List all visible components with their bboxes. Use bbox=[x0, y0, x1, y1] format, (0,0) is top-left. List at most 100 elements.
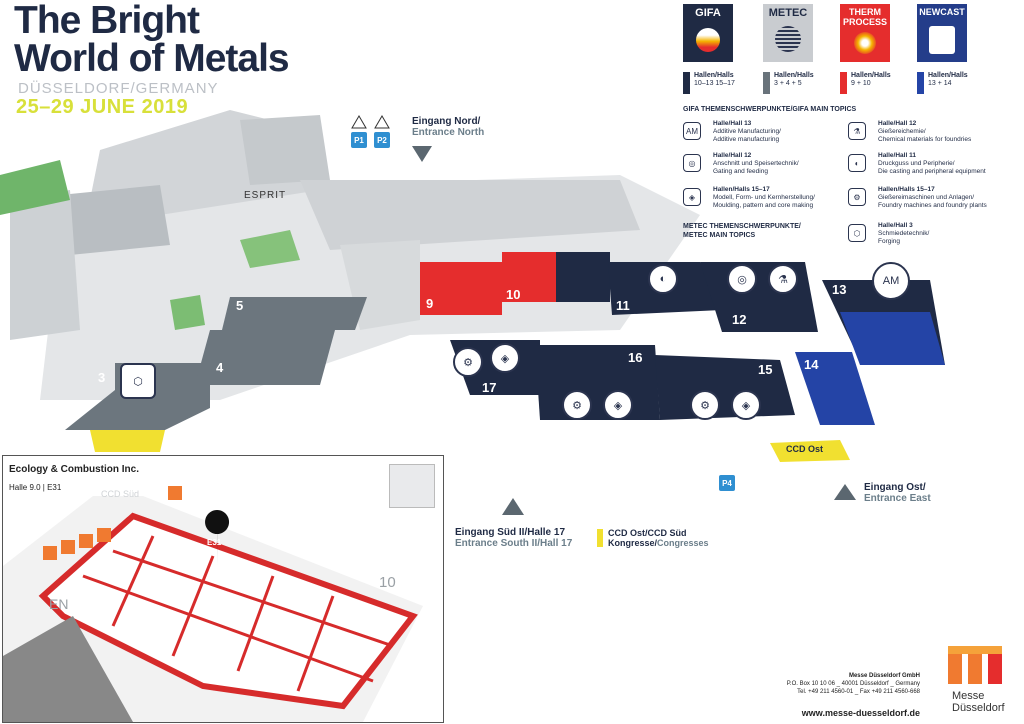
legend-gifa-halls: 10–13 15–17 bbox=[694, 80, 735, 87]
topic-4-de: Gießereichemie/ bbox=[878, 128, 926, 135]
topic-3-hall: Hallen/Halls 15–17 bbox=[713, 186, 770, 193]
thermprocess-logo[interactable]: THERM PROCESS bbox=[840, 4, 890, 62]
hall-label-4[interactable]: 4 bbox=[216, 360, 224, 375]
hall-label-17[interactable]: 17 bbox=[482, 380, 497, 395]
entrance-north[interactable]: Eingang Nord/ Entrance North bbox=[412, 116, 484, 138]
topic-5-en: Die casting and peripheral equipment bbox=[878, 168, 986, 175]
legend-thermprocess: Hallen/Halls 9 + 10 bbox=[851, 72, 891, 88]
ccd-ost-label: CCD Ost bbox=[786, 444, 824, 454]
hall-label-13[interactable]: 13 bbox=[832, 282, 847, 297]
legend-newcast: Hallen/Halls 13 + 14 bbox=[928, 72, 968, 88]
inset-booth-label[interactable]: E31 bbox=[207, 538, 222, 547]
footer-contact: Messe Düsseldorf GmbH P.O. Box 10 10 06 … bbox=[787, 672, 920, 696]
entrance-north-de: Eingang Nord/ bbox=[412, 116, 481, 127]
metec-logo-text: METEC bbox=[768, 7, 808, 19]
legend-metec-swatch bbox=[763, 72, 770, 94]
legend-thermprocess-halls: 9 + 10 bbox=[851, 80, 871, 87]
hall-5-shape bbox=[222, 297, 367, 330]
footer-company: Messe Düsseldorf GmbH bbox=[848, 673, 920, 679]
legend-gifa-label: Hallen/Halls bbox=[694, 72, 734, 79]
p1-triangle-icon bbox=[351, 115, 367, 129]
footer-url[interactable]: www.messe-duesseldorf.de bbox=[801, 708, 920, 718]
am-topic-icon: AM bbox=[683, 122, 701, 140]
gating-topic-icon: ◎ bbox=[683, 154, 701, 172]
hall-label-9[interactable]: 9 bbox=[426, 296, 434, 311]
messe-brand-2: Düsseldorf bbox=[952, 702, 1005, 714]
inset-aisles bbox=[82, 535, 394, 692]
inset-logos-icon bbox=[389, 464, 435, 508]
p2-triangle-icon bbox=[374, 115, 390, 129]
metec-emblem-icon bbox=[775, 26, 801, 52]
machines-icon-hall17: ⚙ bbox=[453, 347, 483, 377]
hall-label-15[interactable]: 15 bbox=[758, 362, 773, 377]
inset-facility-5-icon bbox=[168, 486, 182, 500]
hall-label-10[interactable]: 10 bbox=[506, 287, 521, 302]
topic-6-en: Foundry machines and foundry plants bbox=[878, 202, 987, 209]
inset-facility-4-icon bbox=[97, 528, 111, 542]
ccd-legend-de: CCD Ost/CCD Süd bbox=[608, 528, 687, 538]
topic-3-en: Moulding, pattern and core making bbox=[713, 202, 814, 209]
legend-thermprocess-label: Hallen/Halls bbox=[851, 72, 891, 79]
hall-12-shape bbox=[700, 262, 818, 332]
machines-icon-hall16: ⚙ bbox=[562, 390, 592, 420]
newcast-logo[interactable]: NEWCAST bbox=[917, 4, 967, 62]
gifa-logo[interactable]: GIFA bbox=[683, 4, 733, 62]
hall-label-14[interactable]: 14 bbox=[804, 357, 819, 372]
hall-label-3[interactable]: 3 bbox=[98, 370, 106, 385]
building-block-p bbox=[240, 115, 330, 185]
legend-gifa-swatch bbox=[683, 72, 690, 94]
hall-14-shape bbox=[795, 352, 875, 425]
hall-label-5[interactable]: 5 bbox=[236, 298, 244, 313]
hall-10-shape bbox=[502, 252, 556, 302]
parking-p4[interactable]: P4 bbox=[719, 475, 735, 491]
legend-gifa: Hallen/Halls 10–13 15–17 bbox=[694, 72, 754, 88]
legend-newcast-label: Hallen/Halls bbox=[928, 72, 968, 79]
entrance-south-de: Eingang Süd II/Halle 17 bbox=[455, 527, 566, 538]
topic-4-hall: Halle/Hall 12 bbox=[878, 120, 917, 127]
gifa-topics-heading: GIFA THEMENSCHWERPUNKTE/GIFA MAIN TOPICS bbox=[683, 106, 857, 113]
footer-address: P.O. Box 10 10 06 _ 40001 Düsseldorf _ G… bbox=[786, 681, 920, 687]
inset-facility-1-icon bbox=[43, 546, 57, 560]
inset-company: Ecology & Combustion Inc. bbox=[9, 464, 140, 475]
ccd-legend: CCD Ost/CCD Süd Kongresse/Congresses bbox=[608, 528, 709, 548]
topic-2-de: Anschnitt und Speisertechnik/ bbox=[713, 160, 799, 167]
parking-p1[interactable]: P1 bbox=[351, 132, 367, 148]
entrance-east[interactable]: Eingang Ost/ Entrance East bbox=[864, 482, 931, 504]
ccd-legend-de2: Kongresse/ bbox=[608, 538, 658, 548]
hall-label-11[interactable]: 11 bbox=[616, 298, 630, 313]
title-line-2: World of Metals bbox=[14, 37, 290, 80]
am-icon: AM bbox=[872, 262, 910, 300]
chemistry-topic-icon: ⚗ bbox=[848, 122, 866, 140]
machines-topic-icon: ⚙ bbox=[848, 188, 866, 206]
newcast-logo-text: NEWCAST bbox=[919, 7, 965, 17]
green-area-center bbox=[170, 295, 205, 330]
metec-topics-heading: METEC THEMENSCHWERPUNKTE/ METEC MAIN TOP… bbox=[683, 222, 801, 240]
moulding-topic-icon: ◈ bbox=[683, 188, 701, 206]
parking-p2[interactable]: P2 bbox=[374, 132, 390, 148]
ccd-sud-area bbox=[90, 430, 165, 452]
hall-9-shape bbox=[420, 262, 502, 315]
diecasting-icon: ◐ bbox=[648, 264, 678, 294]
thermprocess-logo-text: THERM PROCESS bbox=[842, 7, 887, 27]
topic-6-hall: Hallen/Halls 15–17 bbox=[878, 186, 935, 193]
inset-facility-3-icon bbox=[79, 534, 93, 548]
esprit-label: ESPRIT bbox=[244, 190, 287, 201]
footer-tel: Tel. +49 211 4560-01 _ Fax +49 211 4560-… bbox=[797, 689, 920, 695]
entrance-south[interactable]: Eingang Süd II/Halle 17 Entrance South I… bbox=[455, 527, 572, 549]
green-area-north bbox=[240, 230, 300, 268]
metec-logo[interactable]: METEC bbox=[763, 4, 813, 62]
entrance-east-de: Eingang Ost/ bbox=[864, 482, 926, 493]
metec-topic-en: Forging bbox=[878, 238, 901, 245]
newcast-emblem-icon bbox=[929, 26, 955, 54]
entrance-north-en: Entrance North bbox=[412, 127, 485, 138]
hall-label-12[interactable]: 12 bbox=[732, 312, 747, 327]
moulding-icon-hall17: ◈ bbox=[490, 343, 520, 373]
inset-floorplan bbox=[3, 486, 423, 722]
topic-3-de: Modell, Form- und Kernherstellung/ bbox=[713, 194, 815, 201]
legend-metec-halls: 3 + 4 + 5 bbox=[774, 80, 802, 87]
hall-label-16[interactable]: 16 bbox=[628, 350, 643, 365]
